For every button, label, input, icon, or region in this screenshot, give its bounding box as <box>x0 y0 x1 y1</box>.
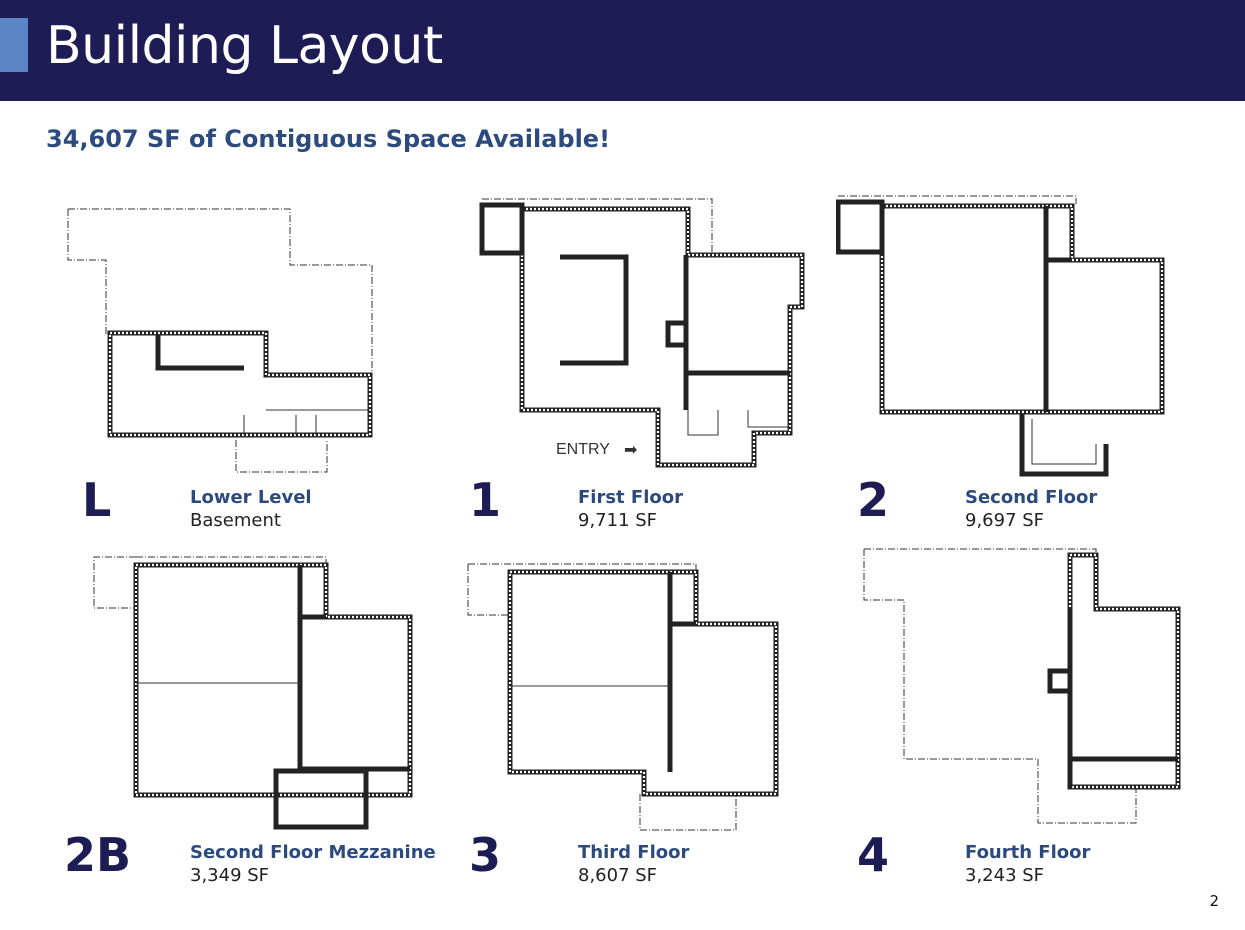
entry-arrow-icon: ➡ <box>624 440 638 459</box>
floor-area: 3,349 SF <box>190 865 270 886</box>
floor-plan-second-floor <box>836 194 1171 479</box>
floor-number: 4 <box>857 828 890 882</box>
floor-number: 1 <box>469 473 502 527</box>
floor-area: 8,607 SF <box>578 865 658 886</box>
page-number: 2 <box>1209 892 1219 910</box>
header-bar: Building Layout <box>0 0 1245 101</box>
floor-name: Third Floor <box>578 842 690 863</box>
floor-plan-first-floor <box>478 195 818 475</box>
floor-number: 3 <box>469 828 502 882</box>
header-accent <box>0 18 28 72</box>
floor-plan-lower-level <box>66 205 376 475</box>
floor-name: Second Floor <box>965 487 1098 508</box>
floor-name: Second Floor Mezzanine <box>190 842 436 863</box>
page-subtitle: 34,607 SF of Contiguous Space Available! <box>46 125 611 153</box>
floor-area: 9,697 SF <box>965 510 1045 531</box>
floor-plan-fourth-floor <box>860 545 1190 830</box>
floor-plan-third-floor <box>466 560 786 835</box>
floor-number: 2B <box>64 828 132 882</box>
entry-label: ENTRY <box>556 441 610 458</box>
floor-area: Basement <box>190 510 281 531</box>
floor-number: 2 <box>857 473 890 527</box>
floor-number: L <box>82 473 112 527</box>
floor-area: 9,711 SF <box>578 510 658 531</box>
floor-name: First Floor <box>578 487 684 508</box>
page-title: Building Layout <box>46 16 443 76</box>
floor-plan-second-floor-mezzanine <box>92 553 417 833</box>
floor-name: Lower Level <box>190 487 312 508</box>
floor-name: Fourth Floor <box>965 842 1091 863</box>
floor-area: 3,243 SF <box>965 865 1045 886</box>
